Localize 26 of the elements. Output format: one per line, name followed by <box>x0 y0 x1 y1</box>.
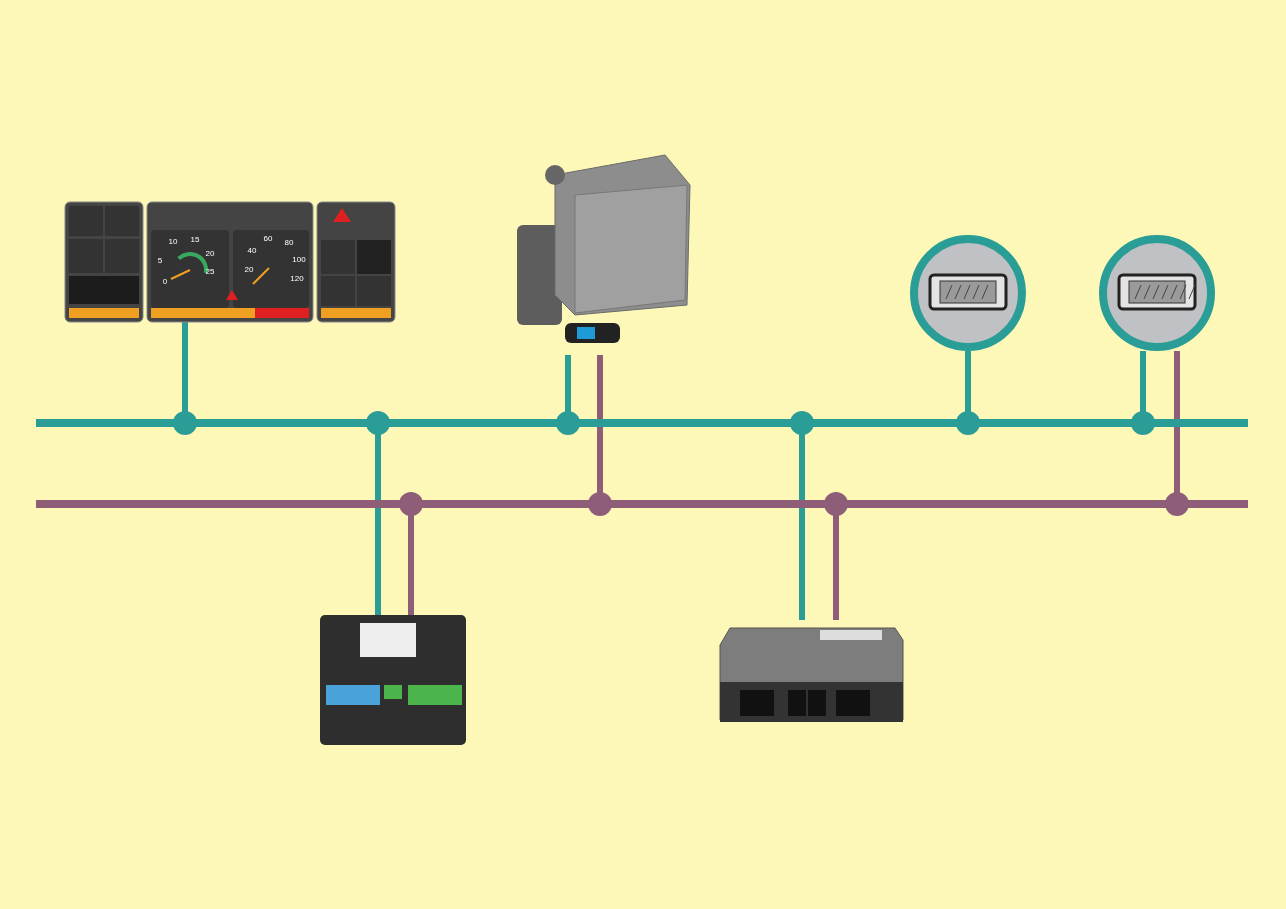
bus-connection <box>1131 351 1155 435</box>
gauge-number: 25 <box>205 267 215 276</box>
bus-connection <box>790 411 814 620</box>
bus-connection <box>556 355 580 435</box>
bus-connection <box>956 351 980 435</box>
gauge-number: 5 <box>157 256 163 265</box>
gauge-number: 60 <box>263 234 273 243</box>
gauge-number: 40 <box>247 246 257 255</box>
control-unit-drawing <box>320 615 466 745</box>
instrument-cluster-drawing <box>65 202 395 322</box>
bus-connection <box>173 322 197 435</box>
gauge-number: 10 <box>168 237 178 246</box>
bus-connection <box>824 492 848 620</box>
gauge-number: 80 <box>284 238 294 247</box>
gauge-number: 15 <box>190 235 200 244</box>
gauge-number: 20 <box>205 249 215 258</box>
bus-connection <box>399 492 423 615</box>
gauge-number: 120 <box>290 274 304 283</box>
bus-connection <box>1165 351 1189 516</box>
connector-socket-drawing <box>910 235 1026 351</box>
gauge-number: 100 <box>292 255 306 264</box>
connector-socket-drawing <box>1099 235 1215 351</box>
bus-connection <box>588 355 612 516</box>
gauge-number: 20 <box>244 265 254 274</box>
bus-connection <box>366 411 390 615</box>
gauge-number: 0 <box>162 277 168 286</box>
